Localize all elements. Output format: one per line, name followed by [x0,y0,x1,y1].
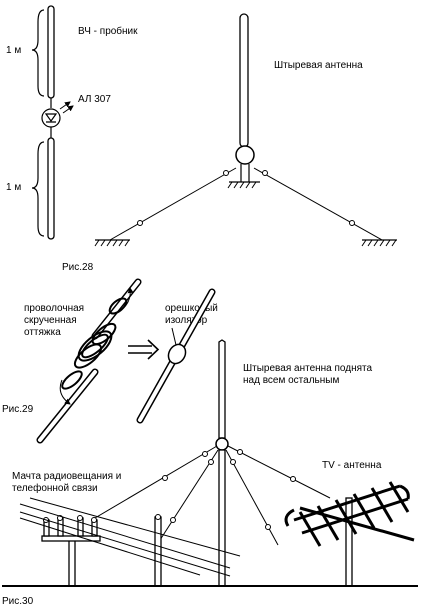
figure-28-caption: Рис.28 [62,262,94,273]
upper-length-label: 1 м [6,45,21,56]
guy-insulator [202,451,208,457]
twisted-guy-label: проволочная [24,303,84,314]
insulator-label: изолятор [165,315,208,326]
raised-antenna-label: Штыревая антенна поднята [243,363,373,374]
guy-wire-left [109,167,237,241]
figure-28: 1 м АЛ 307 1 м ВЧ - пробник Штыревая ант… [6,5,397,273]
twisted-loops [61,297,128,390]
figure-30: Штыревая антенна поднята над всем осталь… [2,339,418,607]
guy-insulator [223,170,229,176]
implies-arrow-icon [128,339,160,360]
twist-direction-arrow-icon [117,287,134,313]
antenna-base-insulator [235,145,255,165]
lower-length-brace [31,141,45,237]
mast-ground-hatch [227,181,257,189]
overhead-wires [19,497,241,577]
guy-insulator [137,220,143,226]
guy-insulator [265,524,271,530]
led-body [41,108,61,128]
lower-length-label: 1 м [6,182,21,193]
telephone-pole [41,516,162,587]
led-diode-icon [44,113,58,123]
led-arrow-icon-2 [62,105,74,114]
probe-upper-rod [47,5,55,99]
ground-hatch-right [361,239,397,247]
whip-antenna-rod [239,13,249,148]
raised-antenna-insulator [215,437,229,451]
upper-length-brace [31,9,45,97]
twisted-wire-rod-fill [38,370,97,442]
figure-30-caption: Рис.30 [2,596,34,607]
guy-insulator [208,459,214,465]
raised-antenna-label: над всем остальным [243,375,339,386]
raised-whip-antenna [218,339,226,439]
figure-29-caption: Рис.29 [2,404,34,415]
led-label: АЛ 307 [78,94,111,105]
guy-insulator [262,170,268,176]
guy-wire-right [253,167,383,241]
guy-insulator [162,475,168,481]
tv-antenna-array [284,481,410,547]
mast-label: телефонной связи [12,482,98,494]
probe-lower-rod [47,137,55,240]
insulator-label: орешковый [165,303,218,314]
tv-antenna-mast [345,497,353,587]
whip-antenna-label: Штыревая антенна [274,60,363,71]
egg-insulator [167,343,187,365]
guy-insulator [170,517,176,523]
insulator-pointer [171,327,177,346]
guy-insulator [349,220,355,226]
figure-29: проволочная скрученная оттяжка орешковый… [2,278,218,444]
guy-insulator [290,476,296,482]
led-arrow-icon [59,101,71,110]
tv-antenna-label: TV - антенна [322,460,382,471]
tv-antenna-boom [299,506,415,542]
mast-label: Мачта радиовещания и [12,471,121,482]
hf-probe-label: ВЧ - пробник [78,25,138,37]
twisted-guy-label: оттяжка [24,327,61,338]
twist-direction-arrow-icon [59,379,71,405]
guy-insulator [230,459,236,465]
ground-hatch-left [94,239,130,247]
guy-insulator [237,449,243,455]
twisted-guy-label: скрученная [24,315,77,326]
